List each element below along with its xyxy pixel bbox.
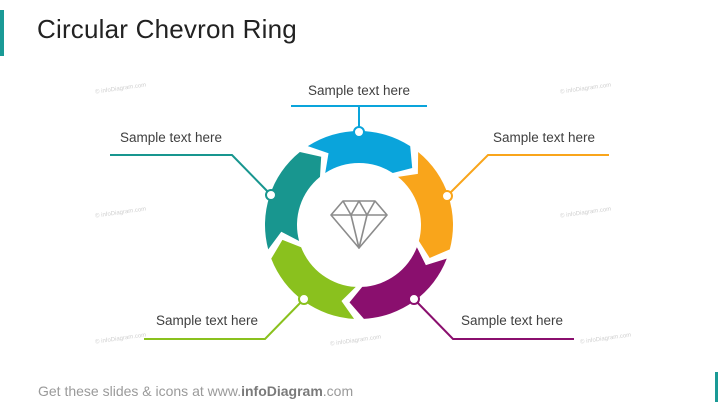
ring-segment-right-bottom — [349, 247, 447, 319]
diamond-icon — [330, 200, 388, 249]
connector-right-bottom — [413, 298, 574, 340]
ring-segment-left-top — [265, 151, 322, 250]
slide-title: Circular Chevron Ring — [37, 14, 297, 44]
label-right-top: Sample text here — [493, 130, 596, 145]
label-right-bottom: Sample text here — [461, 313, 564, 328]
footer-suffix: .com — [322, 383, 354, 399]
footer-prefix: Get these slides & icons at www. — [38, 383, 242, 399]
dot-right-top — [441, 190, 453, 202]
dot-left-bottom — [298, 293, 310, 305]
right-accent-bar — [715, 372, 718, 402]
footer-note: Get these slides & icons at www.infoDiag… — [38, 383, 353, 399]
ring-segment-left-bottom — [271, 239, 356, 319]
chevron-ring — [265, 130, 453, 319]
connector-left-bottom — [144, 298, 305, 340]
footer-brand: infoDiagram — [241, 383, 323, 399]
ring-segment-top — [307, 130, 413, 174]
dot-right-bottom — [408, 293, 420, 305]
dot-top — [353, 126, 365, 138]
connector-left-top — [110, 154, 272, 196]
left-accent-bar — [0, 10, 4, 56]
label-left-bottom: Sample text here — [156, 313, 259, 328]
ring-segment-right-top — [398, 151, 453, 258]
connector-right-top — [446, 154, 609, 197]
label-left-top: Sample text here — [120, 130, 223, 145]
dot-left-top — [265, 189, 277, 201]
label-top: Sample text here — [308, 83, 411, 98]
